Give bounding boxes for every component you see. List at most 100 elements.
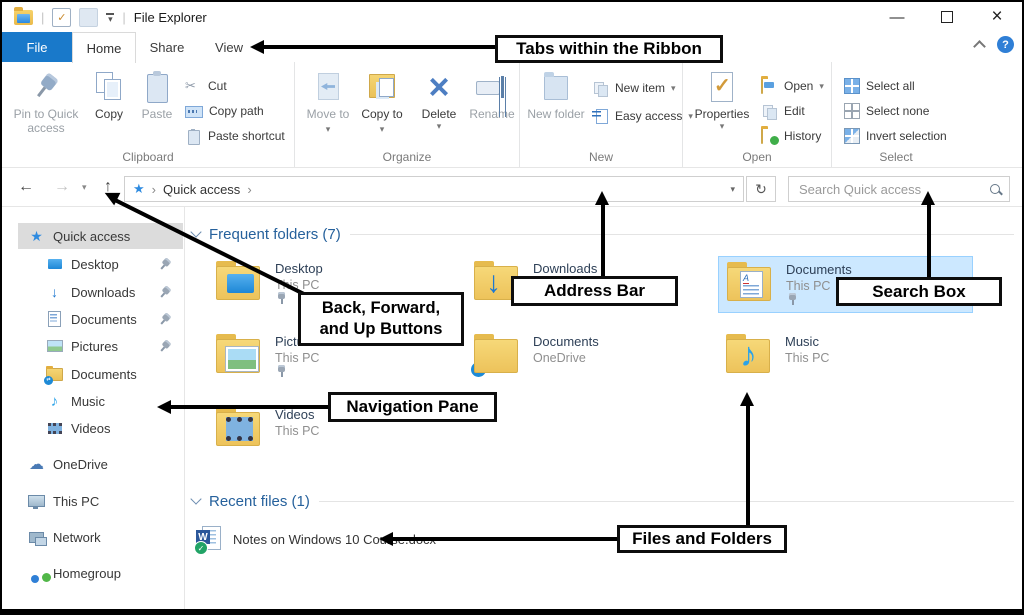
sidebar-item-pictures[interactable]: Pictures (2, 333, 183, 359)
sidebar-item-desktop[interactable]: Desktop (2, 251, 183, 277)
callout-search-box: Search Box (836, 277, 1002, 306)
move-to-button[interactable]: Move to ▾ (303, 66, 353, 148)
group-label-open: Open (742, 150, 772, 164)
folder-tile-documents-onedrive[interactable]: ⇄ Documents OneDrive (466, 329, 721, 386)
sidebar-item-quick-access[interactable]: ★ Quick access (18, 223, 183, 249)
minimize-ribbon-icon[interactable] (973, 39, 986, 53)
properties-qat-icon[interactable]: ✓ (52, 7, 72, 27)
word-w-glyph: W (196, 530, 210, 544)
minimize-button[interactable]: — (889, 8, 905, 26)
back-button[interactable]: ← (18, 178, 34, 195)
search-box[interactable] (788, 176, 1010, 202)
synced-check-icon: ✓ (194, 541, 208, 555)
easy-access-button[interactable]: Easy access ▾ (592, 106, 693, 126)
dropdown-caret-icon: ▾ (671, 82, 676, 93)
address-dropdown-caret[interactable]: ▾ (730, 183, 735, 194)
history-button[interactable]: History (761, 126, 821, 146)
sidebar-item-downloads[interactable]: ↓ Downloads (2, 279, 183, 305)
tab-home[interactable]: Home (72, 32, 136, 63)
delete-button[interactable]: × Delete ▾ (413, 66, 465, 148)
sync-badge-icon: ⇄ (470, 361, 487, 378)
invert-selection-button[interactable]: Invert selection (844, 126, 947, 146)
computer-icon (28, 493, 45, 510)
forward-button[interactable]: → (54, 178, 70, 195)
sidebar-item-onedrive[interactable]: ☁ OneDrive (2, 451, 183, 477)
sidebar-item-this-pc[interactable]: This PC (2, 488, 183, 514)
copy-icon (92, 70, 126, 104)
properties-button[interactable]: ✓ Properties ▾ (691, 66, 753, 148)
arrow-line-nav-pane (170, 405, 328, 409)
customize-toolbar-caret-icon[interactable]: ▾ (106, 12, 115, 23)
sidebar-item-network[interactable]: Network (2, 524, 183, 550)
rename-button[interactable]: Rename (467, 66, 517, 148)
tab-share[interactable]: Share (149, 39, 185, 55)
pin-to-quick-access-button[interactable]: Pin to Quick access (12, 66, 80, 148)
cloud-icon: ☁ (29, 456, 44, 473)
paste-button[interactable]: Paste (134, 66, 180, 148)
callout-text: and Up Buttons (319, 320, 443, 338)
select-all-button[interactable]: Select all (844, 76, 915, 96)
button-label: Copy to (361, 107, 403, 121)
sidebar-item-music[interactable]: ♪ Music (2, 388, 183, 414)
folder-tile-desktop[interactable]: Desktop This PC (208, 256, 463, 313)
paste-shortcut-button[interactable]: Paste shortcut (185, 126, 285, 146)
callout-text: Navigation Pane (346, 397, 479, 417)
sidebar-item-label: Quick access (53, 228, 131, 244)
copy-to-button[interactable]: Copy to ▾ (357, 66, 407, 148)
toolbar-bottom-divider (2, 206, 1022, 207)
group-label-organize: Organize (382, 150, 432, 164)
edit-button[interactable]: Edit (761, 101, 805, 121)
section-rule (318, 500, 1014, 502)
up-button[interactable]: ↑ (104, 178, 112, 195)
word-document-icon: W ✓ (194, 526, 222, 555)
sidebar-item-videos[interactable]: Videos (2, 415, 183, 441)
folder-name: Downloads (533, 261, 598, 276)
address-bar[interactable]: ★ › Quick access › ▾ (124, 176, 744, 202)
cut-button[interactable]: ✂ Cut (185, 76, 227, 96)
new-folder-qat-icon[interactable] (79, 7, 99, 27)
new-folder-button[interactable]: New folder (526, 66, 586, 148)
breadcrumb-chevron-icon[interactable]: › (247, 181, 252, 197)
breadcrumb-location[interactable]: Quick access (163, 181, 241, 197)
group-label-clipboard: Clipboard (122, 150, 174, 164)
callout-text: Search Box (872, 281, 966, 301)
sidebar-item-homegroup[interactable]: Homegroup (2, 560, 183, 586)
copy-path-button[interactable]: Copy path (185, 101, 264, 121)
search-input[interactable] (797, 180, 981, 198)
arrowhead-files-vertical (740, 392, 754, 406)
ribbon-bottom-divider (2, 167, 1022, 168)
properties-icon: ✓ (705, 70, 739, 104)
refresh-button[interactable]: ↻ (746, 176, 776, 202)
button-label: Invert selection (866, 129, 947, 143)
close-button[interactable]: × (991, 6, 1003, 27)
button-label: Select none (866, 104, 930, 118)
search-icon[interactable] (990, 184, 1000, 194)
window-controls: — × (872, 2, 1022, 32)
folder-tile-videos[interactable]: Videos This PC (208, 402, 463, 459)
button-label: History (784, 129, 822, 143)
paste-icon (140, 70, 174, 104)
music-note-icon: ♪ (50, 392, 59, 410)
new-item-button[interactable]: New item ▾ (592, 78, 676, 98)
sidebar-item-label: Homegroup (53, 565, 121, 581)
delete-x-icon: × (428, 66, 450, 107)
maximize-button[interactable] (922, 2, 972, 32)
group-label-select: Select (879, 150, 913, 164)
download-arrow-glyph-icon: ↓ (486, 266, 501, 299)
ribbon-group-open: ✓ Properties ▾ Open ▾ Edit History Open (683, 62, 832, 167)
dropdown-caret-icon: ▾ (719, 120, 725, 131)
sidebar-item-documents[interactable]: Documents (2, 306, 183, 332)
recent-locations-caret[interactable]: ▾ (82, 182, 87, 192)
copy-button[interactable]: Copy (86, 66, 132, 148)
arrowhead-search (921, 191, 935, 205)
sidebar-item-documents-onedrive[interactable]: ⇄ Documents (2, 361, 183, 387)
collapse-chevron-icon[interactable] (190, 493, 202, 505)
open-button[interactable]: Open ▾ (761, 76, 824, 96)
tab-file[interactable]: File (2, 32, 72, 62)
help-icon[interactable]: ? (997, 36, 1014, 53)
tab-view[interactable]: View (215, 39, 243, 55)
select-none-button[interactable]: Select none (844, 101, 929, 121)
callout-navigation-pane: Navigation Pane (328, 392, 497, 422)
folder-tile-music[interactable]: ♪ Music This PC (718, 329, 973, 386)
